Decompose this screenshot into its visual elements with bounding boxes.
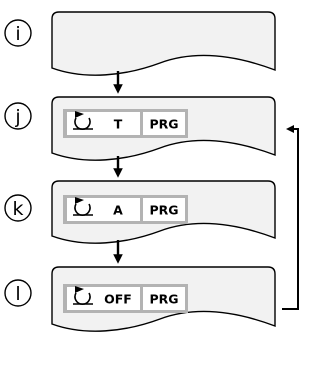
step-l: l OFF PRG xyxy=(4,266,276,332)
step-marker-i xyxy=(4,19,32,47)
lcd-program-label: PRG xyxy=(149,117,178,132)
rotate-arrow-icon xyxy=(73,197,93,217)
lcd-program-cell xyxy=(143,198,185,221)
step-marker-j xyxy=(4,102,32,130)
step-i: i xyxy=(4,11,276,76)
lcd-mode-label: A xyxy=(113,203,123,218)
lcd-program-label: PRG xyxy=(149,292,178,307)
step-k: k A PRG xyxy=(4,180,276,244)
step-label-k: k xyxy=(12,198,23,220)
rotate-arrow-icon xyxy=(73,286,93,306)
lcd-display-j: T PRG xyxy=(63,109,188,138)
lcd-display-l: OFF PRG xyxy=(63,284,188,313)
step-marker-k xyxy=(4,194,32,222)
lcd-program-cell xyxy=(143,287,185,310)
step-marker-l xyxy=(4,279,32,307)
rotate-arrow-icon xyxy=(73,111,93,131)
lcd-program-label: PRG xyxy=(149,203,178,218)
lcd-mode-label: OFF xyxy=(104,292,132,307)
panel-i xyxy=(51,11,276,76)
lcd-display-k: A PRG xyxy=(63,195,188,224)
lcd-mode-label: T xyxy=(114,117,123,132)
lcd-program-cell xyxy=(143,112,185,135)
step-label-l: l xyxy=(15,283,20,305)
step-label-j: j xyxy=(14,106,20,128)
step-j: j T PRG xyxy=(4,96,276,161)
step-label-i: i xyxy=(15,23,20,45)
loop-back-arrow-icon xyxy=(282,125,299,310)
